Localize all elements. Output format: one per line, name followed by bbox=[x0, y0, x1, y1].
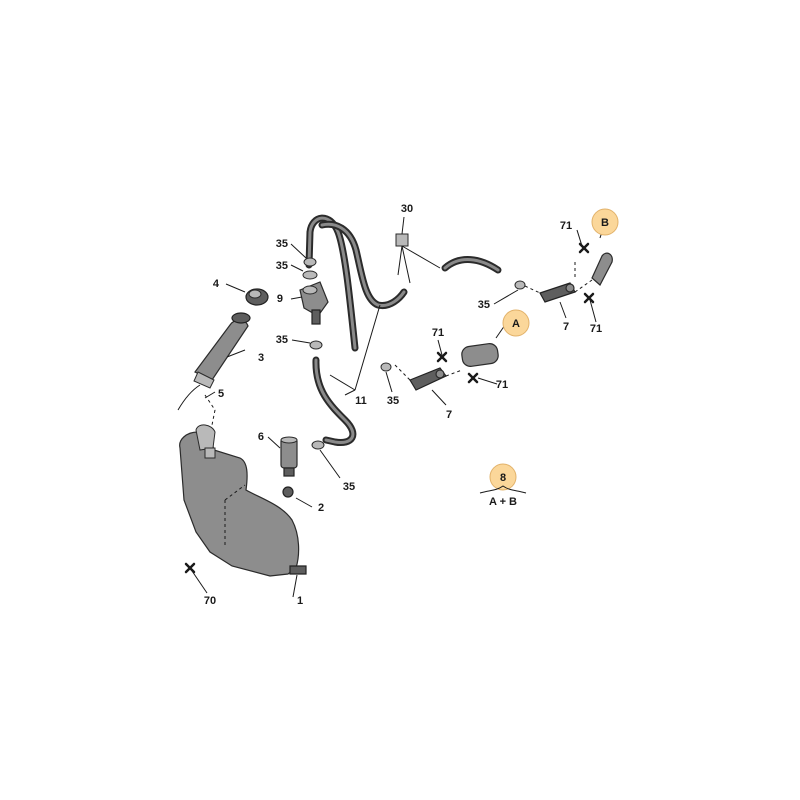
badge-b: B bbox=[591, 208, 619, 236]
label-7-left: 7 bbox=[446, 409, 452, 421]
pump-seal-2 bbox=[282, 486, 294, 498]
label-35-d: 35 bbox=[343, 481, 355, 493]
label-9: 9 bbox=[277, 293, 283, 305]
washer-jet-right bbox=[539, 282, 576, 303]
label-7-right: 7 bbox=[563, 321, 569, 333]
label-3: 3 bbox=[258, 352, 264, 364]
label-71-c: 71 bbox=[560, 220, 572, 232]
label-35-f: 35 bbox=[478, 299, 490, 311]
check-valve bbox=[299, 281, 329, 325]
badge-8: 8 A + B bbox=[479, 463, 527, 508]
tube-5 bbox=[177, 384, 201, 411]
clip-set bbox=[302, 257, 526, 450]
tank-dash-line bbox=[224, 484, 246, 545]
label-5: 5 bbox=[218, 388, 224, 400]
label-35-e: 35 bbox=[387, 395, 399, 407]
washer-pump bbox=[280, 436, 298, 477]
label-6: 6 bbox=[258, 431, 264, 443]
badge-a-text: A bbox=[512, 318, 520, 330]
label-71-b: 71 bbox=[496, 379, 508, 391]
washer-tank bbox=[179, 424, 307, 577]
badge-8-subtitle: A + B bbox=[489, 496, 517, 508]
x-marks bbox=[184, 242, 595, 574]
filler-neck bbox=[193, 312, 251, 389]
label-35-a: 35 bbox=[276, 238, 288, 250]
badge-a: A bbox=[502, 309, 530, 337]
filler-cap bbox=[245, 288, 269, 306]
label-71-d: 71 bbox=[590, 323, 602, 335]
connector-30 bbox=[395, 233, 441, 284]
nozzle-cover-a bbox=[461, 343, 499, 367]
hose-group-11 bbox=[305, 214, 502, 447]
label-35-c: 35 bbox=[276, 334, 288, 346]
label-2: 2 bbox=[318, 502, 324, 514]
label-71-a: 71 bbox=[432, 327, 444, 339]
badge-b-text: B bbox=[601, 217, 609, 229]
label-4: 4 bbox=[213, 278, 220, 290]
washer-jet-left bbox=[409, 367, 447, 391]
nozzle-cover-b bbox=[591, 252, 613, 286]
label-35-b: 35 bbox=[276, 260, 288, 272]
label-1: 1 bbox=[297, 595, 303, 607]
label-11: 11 bbox=[355, 395, 367, 407]
label-70: 70 bbox=[204, 595, 216, 607]
badge-8-text: 8 bbox=[500, 472, 506, 484]
label-30: 30 bbox=[401, 203, 413, 215]
badge-8-brace bbox=[479, 485, 527, 494]
